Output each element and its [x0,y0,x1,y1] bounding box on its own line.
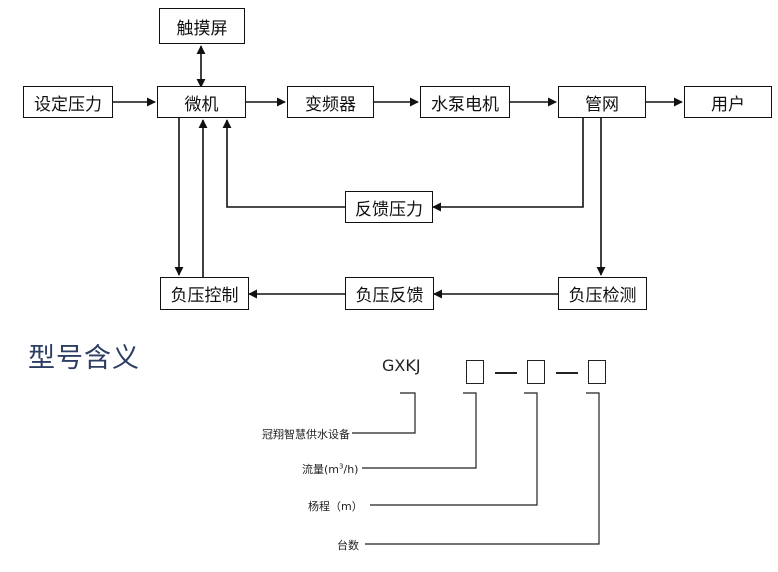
label-head: 杨程（m） [308,500,363,513]
pump-motor-label: 水泵电机 [431,94,499,115]
feedback-pressure-box: 反馈压力 [345,191,433,223]
pump-motor-box: 水泵电机 [420,86,510,118]
micro-box: 微机 [157,86,246,118]
arrow-pipe-feedback [432,118,584,212]
model-section-title: 型号含义 [28,343,140,374]
leader-head [370,392,538,506]
model-slot-head [527,360,545,384]
arrow-feedback-micro [222,119,345,208]
leader-brand [352,392,416,434]
model-dash-1 [495,372,517,374]
pipe-network-box: 管网 [558,86,646,118]
set-pressure-label: 设定压力 [34,94,102,115]
micro-label: 微机 [184,94,219,115]
neg-pressure-feedback-label: 负压反馈 [355,286,424,306]
label-flow-sup: 3 [339,462,344,471]
leader-count [365,392,600,545]
label-flow-suffix: /h) [343,463,359,476]
model-slot-count [588,360,606,384]
touchscreen-box: 触摸屏 [159,8,245,44]
model-slot-flow [466,360,484,384]
user-box: 用户 [684,86,772,118]
pipe-network-label: 管网 [585,94,619,115]
leader-flow [362,392,477,469]
neg-pressure-control-label: 负压控制 [170,286,239,306]
label-flow-prefix: 流量(m [302,463,340,476]
feedback-pressure-label: 反馈压力 [355,199,423,220]
neg-pressure-feedback-box: 负压反馈 [345,277,434,310]
neg-pressure-detect-box: 负压检测 [558,277,647,310]
touchscreen-label: 触摸屏 [176,18,228,39]
label-flow: 流量(m3/h) [302,461,358,477]
label-brand: 冠翔智慧供水设备 [262,428,350,441]
neg-pressure-control-box: 负压控制 [160,277,249,310]
vfd-label: 变频器 [305,94,356,115]
neg-pressure-detect-label: 负压检测 [568,286,637,306]
set-pressure-box: 设定压力 [23,86,113,118]
vfd-box: 变频器 [287,86,374,118]
label-count: 台数 [337,539,359,552]
model-dash-2 [556,372,578,374]
user-label: 用户 [711,94,745,115]
model-code: GXKJ [382,356,421,375]
